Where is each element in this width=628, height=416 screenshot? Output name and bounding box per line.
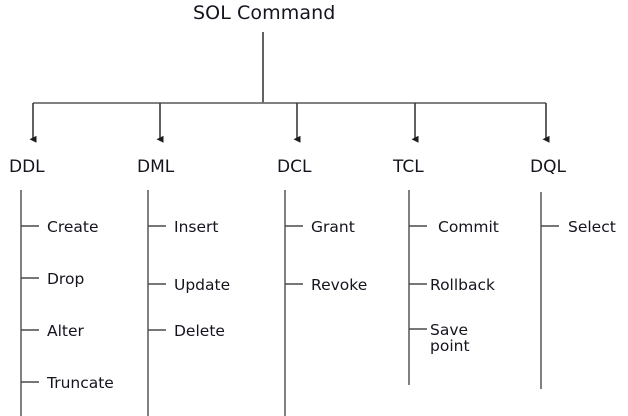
branch-label-dql: DQL — [530, 157, 566, 177]
leaf-label-ddl-truncate: Truncate — [47, 374, 114, 392]
leaf-label-dcl-revoke: Revoke — [311, 276, 368, 294]
leaf-label-dml-delete: Delete — [174, 322, 225, 340]
leaf-label-tcl-savepoint-line2: point — [430, 337, 470, 356]
leaf-label-ddl-drop: Drop — [47, 270, 85, 288]
branch-label-tcl: TCL — [393, 157, 424, 177]
leaf-label-tcl-savepoint-line1: Save — [430, 321, 469, 339]
root-node-label: SOL Command — [193, 2, 336, 24]
leaf-label-dml-insert: Insert — [174, 218, 219, 236]
branch-label-dcl: DCL — [277, 157, 312, 177]
leaf-label-ddl-alter: Alter — [47, 322, 84, 340]
leaf-label-tcl-commit: Commit — [438, 218, 499, 236]
branch-label-ddl: DDL — [9, 157, 45, 177]
leaf-label-dql-select: Select — [568, 218, 616, 236]
leaf-label-tcl-savepoint: Save point — [430, 322, 470, 355]
leaf-label-tcl-rollback: Rollback — [430, 276, 496, 294]
branch-label-dml: DML — [137, 157, 175, 177]
leaf-label-ddl-create: Create — [47, 218, 99, 236]
leaf-label-dcl-grant: Grant — [311, 218, 355, 236]
leaf-label-dml-update: Update — [174, 276, 231, 294]
